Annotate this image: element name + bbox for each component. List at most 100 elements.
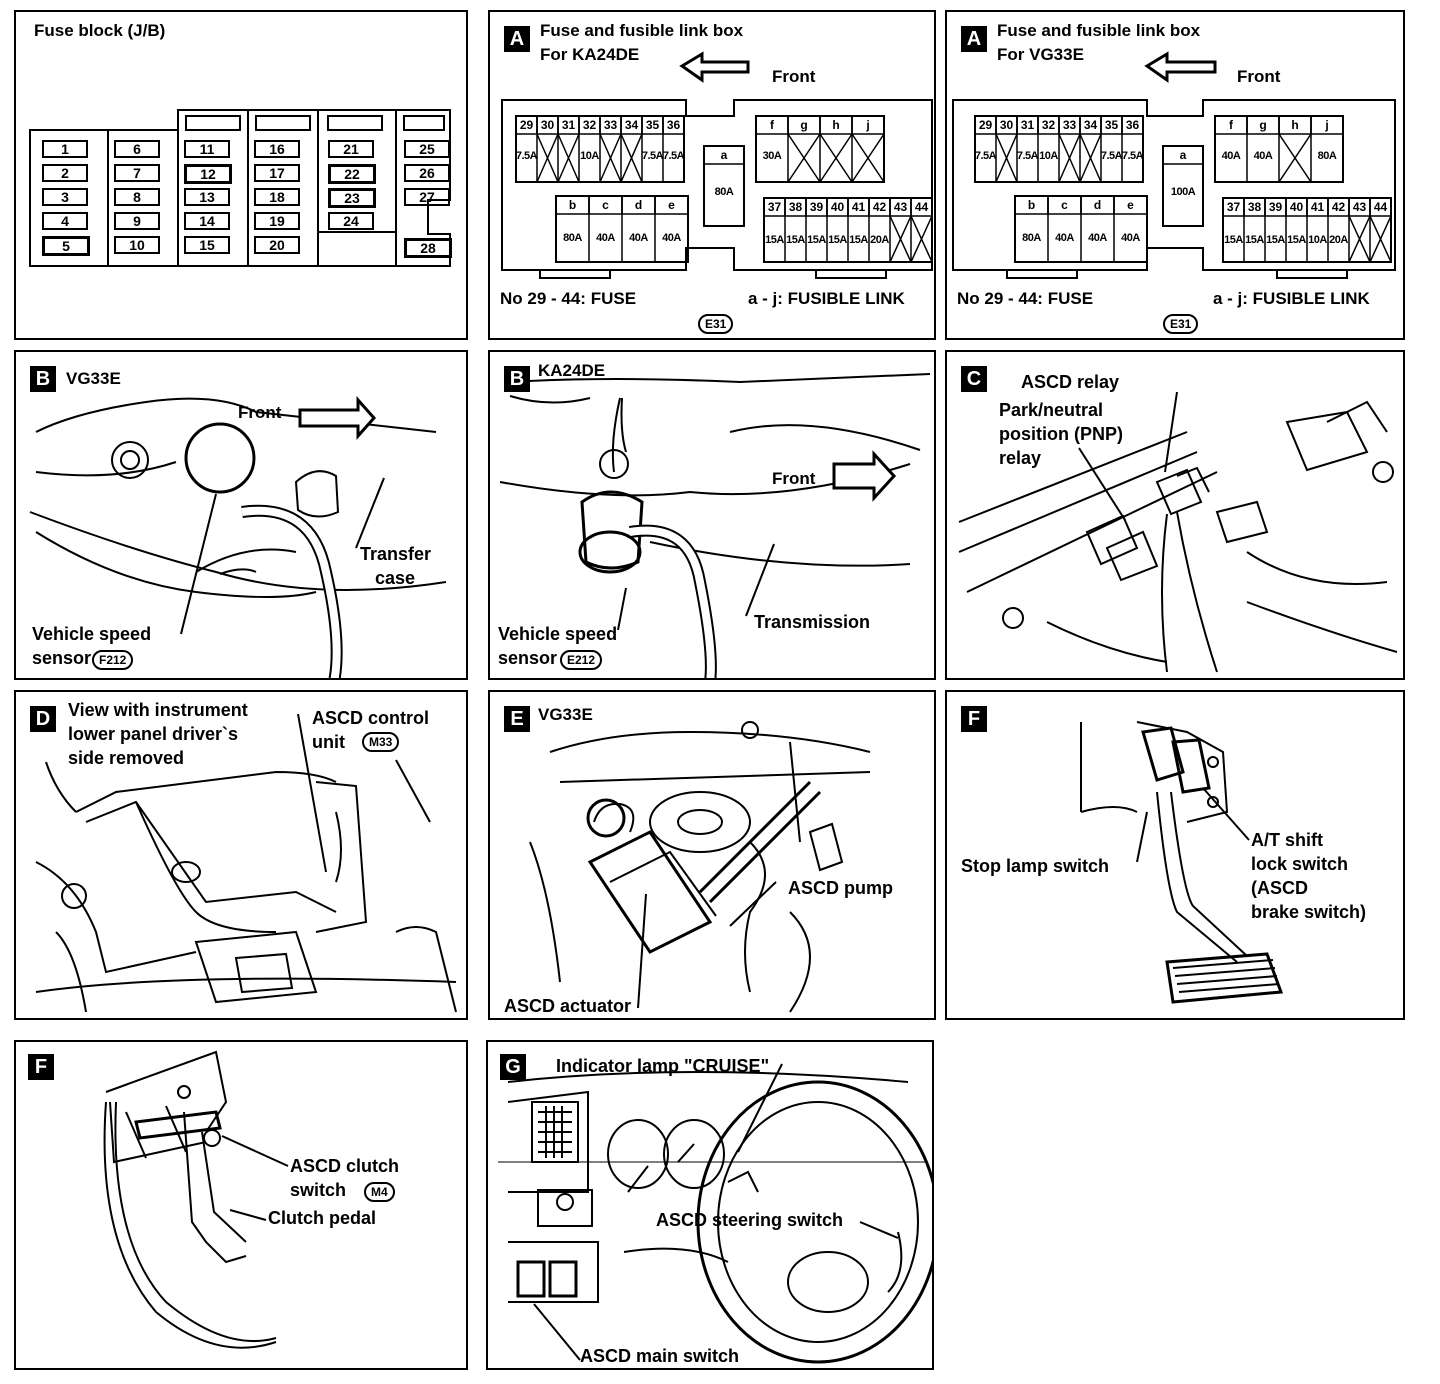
box-cell-label: 7.5A xyxy=(1121,150,1144,162)
box-cell-label: 80A xyxy=(1022,232,1041,244)
box-cell-label: d xyxy=(1093,198,1102,212)
box-cell-label: 29 xyxy=(978,118,993,132)
connector-badge: F212 xyxy=(92,650,134,670)
fuse-25: 25 xyxy=(404,140,450,158)
box-cell-label: b xyxy=(568,198,577,212)
box-cell-label: 40A xyxy=(596,232,615,244)
box-cell-label: 15A xyxy=(1245,234,1264,246)
label-transfer-case: Transfer case xyxy=(360,544,432,588)
box-cell-label: 42 xyxy=(1331,200,1346,214)
legend-link: a - j: FUSIBLE LINK xyxy=(1213,289,1370,308)
dashboard-illustration xyxy=(498,1063,932,1364)
box-cell-label: h xyxy=(1291,118,1299,132)
fuse-11: 11 xyxy=(184,140,230,158)
panel-tag: D xyxy=(30,706,56,732)
fuse-10: 10 xyxy=(114,236,160,254)
label-indicator-lamp-cruise: Indicator lamp "CRUISE" xyxy=(556,1056,770,1076)
speed-sensor-vg33e-panel: B VG33E Front Transfer case Vehicle spee… xyxy=(14,350,468,680)
box-cell-label: 20A xyxy=(1329,234,1348,246)
fuse-7: 7 xyxy=(114,164,160,182)
box-cell-label: 15A xyxy=(765,234,784,246)
box-cell-label: 40A xyxy=(1121,232,1140,244)
panel-tag: G xyxy=(500,1054,526,1080)
panel-title: VG33E xyxy=(66,369,121,388)
legend-fuse: No 29 - 44: FUSE xyxy=(500,289,637,308)
box-cell-label: 35 xyxy=(645,118,660,132)
box-cell-label: 37 xyxy=(767,200,782,214)
panel-tag: A xyxy=(504,26,530,52)
box-cell-label: 40A xyxy=(1055,232,1074,244)
box-cell-label: 7.5A xyxy=(1016,150,1039,162)
box-cell-label: 33 xyxy=(1062,118,1077,132)
connector-badge: M4 xyxy=(364,1182,395,1202)
box-cell-label: 40A xyxy=(629,232,648,244)
box-cell-label: 36 xyxy=(666,118,681,132)
front-arrow xyxy=(501,51,933,279)
box-cell-label: g xyxy=(800,118,808,132)
control-unit-illustration xyxy=(35,713,457,1013)
box-cell-label: 43 xyxy=(1352,200,1367,214)
box-cell-label: 40 xyxy=(830,200,845,214)
front-arrow xyxy=(952,51,1396,279)
panel-tag: F xyxy=(961,706,987,732)
fuse-13: 13 xyxy=(184,188,230,206)
fuse-3: 3 xyxy=(42,188,88,206)
label-ascd-actuator: ASCD actuator xyxy=(504,996,632,1016)
box-cell-label: 15A xyxy=(1266,234,1285,246)
fuse-27: 27 xyxy=(404,188,450,206)
box-cell-label: e xyxy=(668,198,675,212)
box-cell-label: 36 xyxy=(1125,118,1140,132)
box-cell-label: 15A xyxy=(828,234,847,246)
box-cell-label: g xyxy=(1259,118,1267,132)
fuse-23: 23 xyxy=(328,188,376,208)
fuse-14: 14 xyxy=(184,212,230,230)
panel-title-1: Fuse and fusible link box xyxy=(540,21,744,40)
box-cell-label: 7.5A xyxy=(641,150,664,162)
box-cell-label: 100A xyxy=(1170,186,1196,198)
box-cell-label: 15A xyxy=(807,234,826,246)
label-ascd-control-unit: ASCD control unit xyxy=(312,708,429,752)
fuse-16: 16 xyxy=(254,140,300,158)
box-cell-label: 80A xyxy=(714,186,734,198)
box-cell-label: 15A xyxy=(1287,234,1306,246)
panel-tag: B xyxy=(504,366,530,392)
fuse-box-vg33e-panel: A Fuse and fusible link box For VG33E Fr… xyxy=(945,10,1405,340)
box-cell-label: 15A xyxy=(786,234,805,246)
panel-title-2: For VG33E xyxy=(997,45,1084,64)
fuse-20: 20 xyxy=(254,236,300,254)
box-cell-label: a xyxy=(720,148,728,162)
box-cell-label: 42 xyxy=(872,200,887,214)
box-cell-label: j xyxy=(1325,118,1329,132)
box-cell-label: f xyxy=(770,118,774,132)
box-cell-label: 34 xyxy=(624,118,639,132)
control-unit-panel: D View with instrument lower panel drive… xyxy=(14,690,468,1020)
box-cell-label: 30 xyxy=(540,118,555,132)
box-cell-label: 10A xyxy=(1039,150,1058,162)
panel-tag: E xyxy=(504,706,530,732)
fuse-8: 8 xyxy=(114,188,160,206)
label-ascd-steering-switch: ASCD steering switch xyxy=(656,1210,844,1230)
fuse-9: 9 xyxy=(114,212,160,230)
box-cell-label: 34 xyxy=(1083,118,1098,132)
clutch-switch-panel: F ASCD clutch switch M4 Clutch pedal xyxy=(14,1040,468,1370)
front-label: Front xyxy=(772,67,816,86)
brake-switch-panel: F Stop lamp switch A/T shift lock switch… xyxy=(945,690,1405,1020)
panel-tag: A xyxy=(961,26,987,52)
label-pnp-relay: Park/neutral position (PNP) relay xyxy=(999,400,1123,468)
panel-title: VG33E xyxy=(538,705,593,724)
speed-sensor-ka24de-panel: B KA24DE Front Transmission Vehicle spee… xyxy=(488,350,936,680)
box-cell-label: 15A xyxy=(849,234,868,246)
panel-title-1: Fuse and fusible link box xyxy=(997,21,1201,40)
fuse-28: 28 xyxy=(404,238,452,258)
box-cell-label: 32 xyxy=(1041,118,1056,132)
box-cell-label: 80A xyxy=(1317,150,1337,162)
legend-fuse: No 29 - 44: FUSE xyxy=(957,289,1094,308)
box-cell-label: 38 xyxy=(788,200,803,214)
brake-pedal-illustration xyxy=(1080,721,1284,1004)
sensor-illustration xyxy=(29,396,447,678)
legend-link: a - j: FUSIBLE LINK xyxy=(748,289,905,308)
sensor-illustration xyxy=(499,373,931,678)
box-cell-label: 37 xyxy=(1226,200,1241,214)
box-cell-label: 7.5A xyxy=(1100,150,1123,162)
